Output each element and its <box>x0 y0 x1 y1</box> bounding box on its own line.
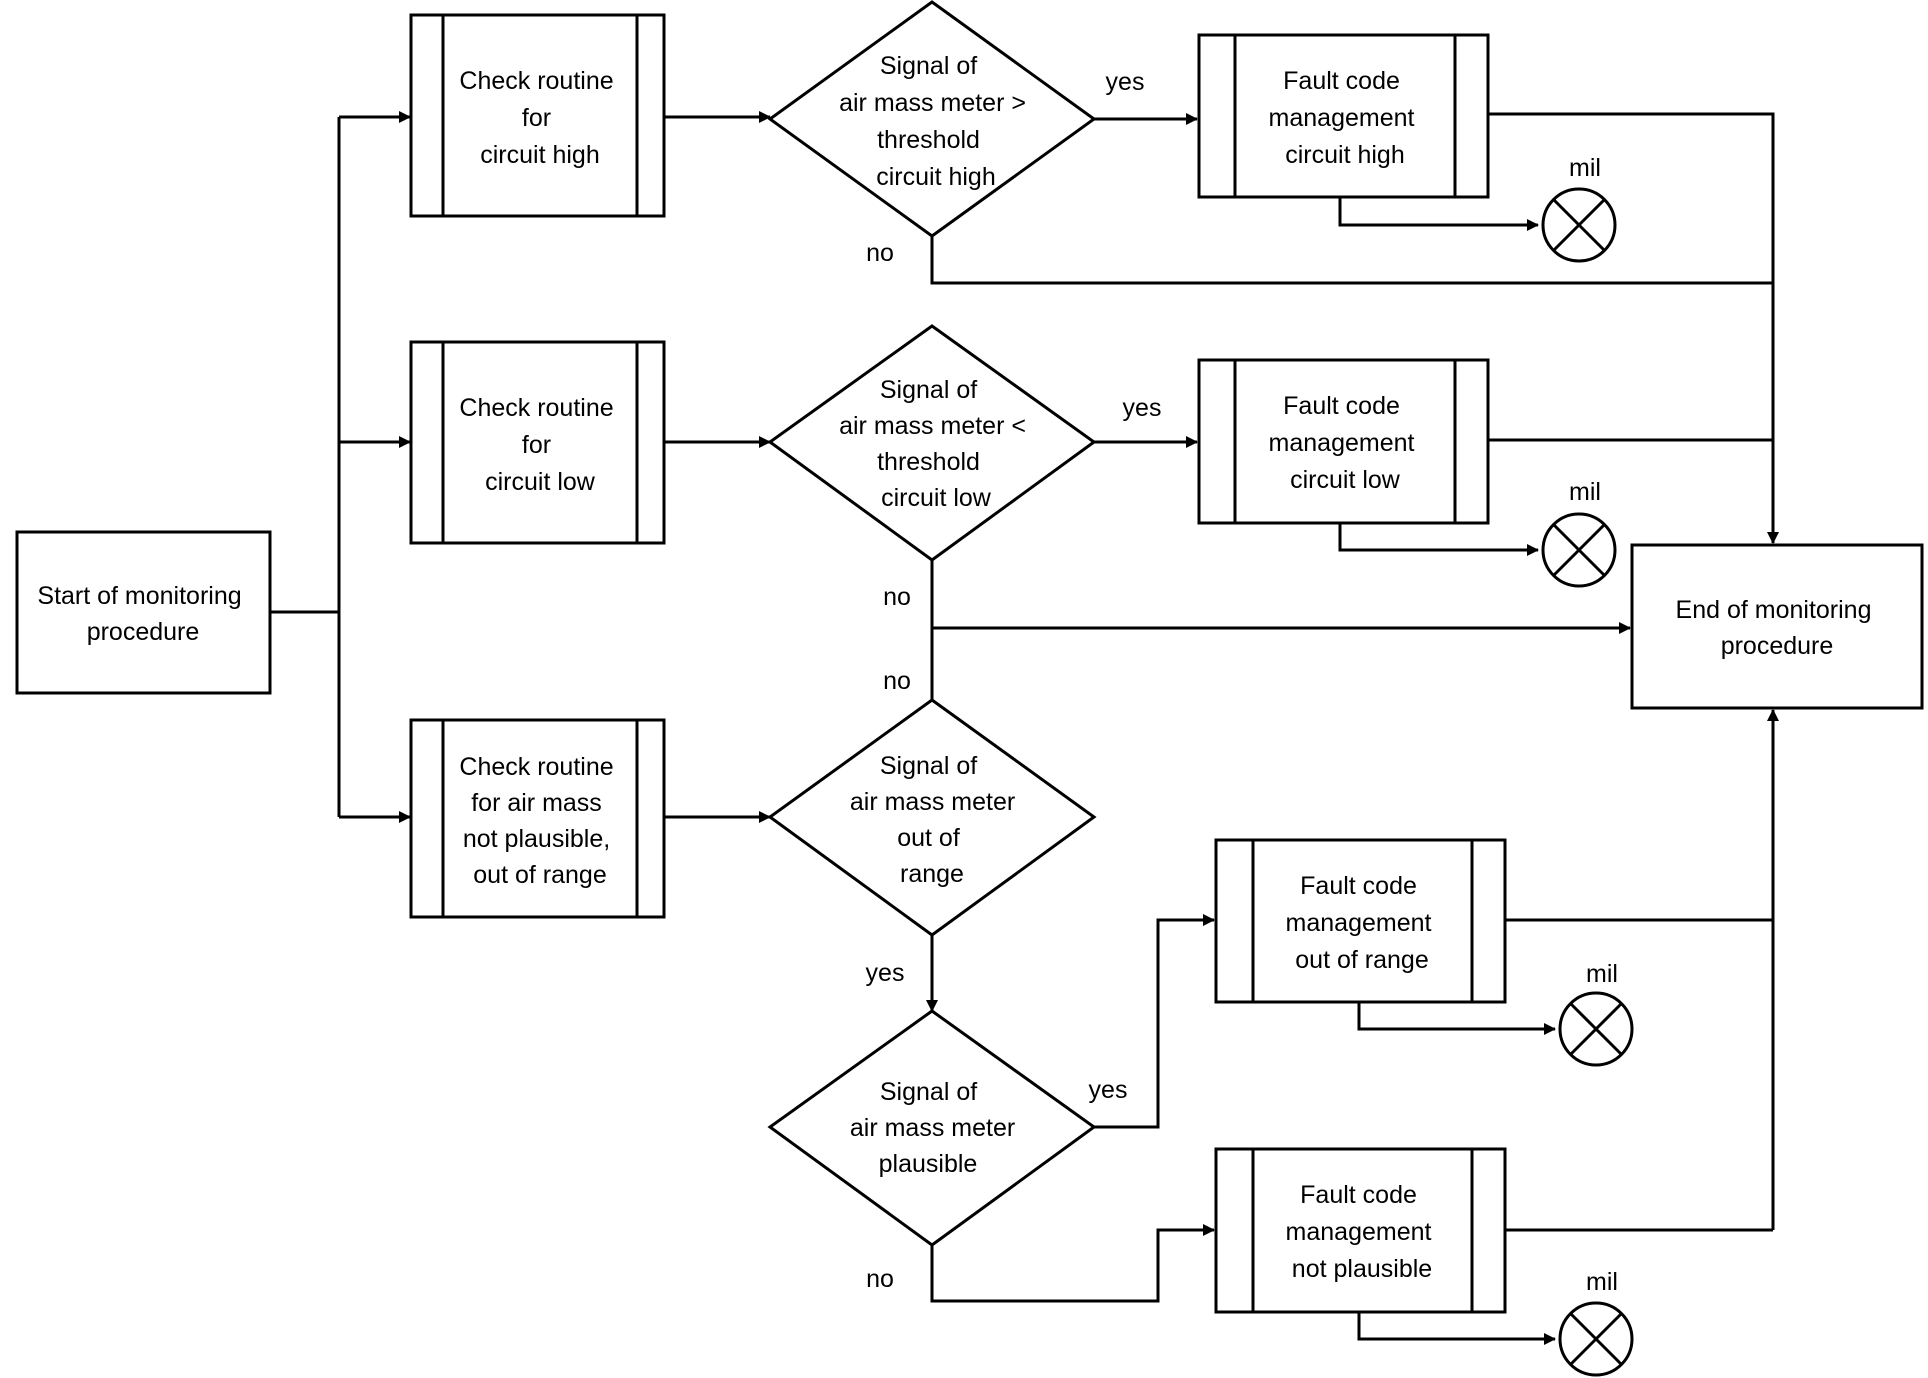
mil-lamp-low: mil <box>1541 478 1617 588</box>
check-routine-low: Check routine for circuit low <box>409 340 666 545</box>
connector-fault-plaus-mil <box>1357 1312 1556 1345</box>
lamp-cross-icon <box>1541 187 1617 263</box>
branch-label-low-no-1: no <box>883 583 911 611</box>
connectors <box>270 111 1779 1345</box>
decision-circuit-high-label: Signal of air mass meter > threshold cir… <box>839 52 1033 191</box>
end-box: End of monitoring procedure <box>1630 543 1924 710</box>
end-box-label: End of monitoring procedure <box>1676 596 1879 660</box>
lamp-cross-icon <box>1558 1301 1634 1377</box>
connector-fault-high-out <box>1488 112 1775 283</box>
fault-code-not-plausible-label: Fault code management not plausible <box>1286 1181 1439 1283</box>
connector-fault-low-mil <box>1338 523 1539 556</box>
check-routine-plausible: Check routine for air mass not plausible… <box>409 718 666 919</box>
branch-labels: yes no yes no no yes yes no <box>866 68 1162 1293</box>
start-box: Start of monitoring procedure <box>15 530 272 695</box>
check-routine-high: Check routine for circuit high <box>409 13 666 218</box>
mil-lamp-range: mil <box>1558 960 1634 1067</box>
fault-code-not-plausible: Fault code management not plausible <box>1214 1147 1507 1314</box>
fault-code-circuit-high: Fault code management circuit high <box>1197 33 1490 199</box>
connector-fault-range-mil <box>1357 1002 1556 1035</box>
decision-out-of-range-label: Signal of air mass meter out of range <box>850 752 1022 888</box>
branch-label-plausible-no: no <box>866 1265 894 1293</box>
mil-label-high: mil <box>1569 154 1601 182</box>
check-routine-high-label: Check routine for circuit high <box>459 67 620 169</box>
connector-plaus-no <box>930 1224 1215 1303</box>
branch-label-range-yes: yes <box>866 959 905 987</box>
connector-high-no <box>930 237 1773 285</box>
start-box-label: Start of monitoring procedure <box>37 582 248 646</box>
fault-code-circuit-low-label: Fault code management circuit low <box>1269 392 1422 494</box>
decision-circuit-low-label: Signal of air mass meter < threshold cir… <box>839 376 1033 512</box>
decision-circuit-low: Signal of air mass meter < threshold cir… <box>767 324 1097 562</box>
branch-label-plausible-yes: yes <box>1089 1076 1128 1104</box>
branch-label-low-yes: yes <box>1123 394 1162 422</box>
decision-out-of-range: Signal of air mass meter out of range <box>767 698 1097 937</box>
fault-code-circuit-low: Fault code management circuit low <box>1197 358 1490 525</box>
decision-circuit-high: Signal of air mass meter > threshold cir… <box>767 0 1097 238</box>
branch-label-low-no-2: no <box>883 667 911 695</box>
lamp-cross-icon <box>1558 991 1634 1067</box>
mil-lamp-high: mil <box>1541 154 1617 263</box>
mil-label-range: mil <box>1586 960 1618 988</box>
decision-plausible-label: Signal of air mass meter plausible <box>850 1078 1022 1178</box>
mil-label-plausible: mil <box>1586 1268 1618 1296</box>
check-routine-low-label: Check routine for circuit low <box>459 394 620 496</box>
decision-plausible: Signal of air mass meter plausible <box>767 1009 1097 1247</box>
fault-code-out-of-range: Fault code management out of range <box>1214 838 1507 1004</box>
fault-code-out-of-range-label: Fault code management out of range <box>1286 872 1439 974</box>
check-routine-plausible-label: Check routine for air mass not plausible… <box>459 753 620 889</box>
mil-lamp-plausible: mil <box>1558 1268 1634 1377</box>
connector-plaus-yes <box>1088 914 1215 1129</box>
mil-label-low: mil <box>1569 478 1601 506</box>
connector-fault-high-mil <box>1338 197 1539 231</box>
branch-label-high-no: no <box>866 239 894 267</box>
branch-label-high-yes: yes <box>1106 68 1145 96</box>
fault-code-circuit-high-label: Fault code management circuit high <box>1269 67 1422 169</box>
lamp-cross-icon <box>1541 512 1617 588</box>
